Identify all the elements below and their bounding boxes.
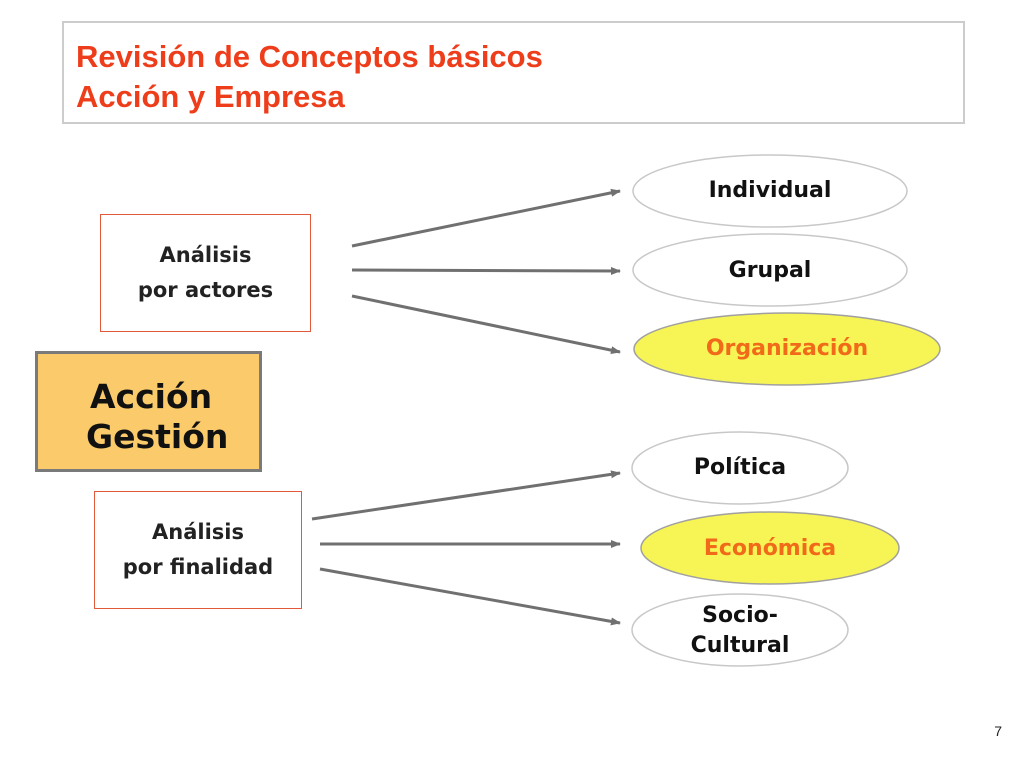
arrow-purpose-to-politica xyxy=(311,470,621,521)
ellipse-grupal xyxy=(632,233,908,307)
center-line2: Gestión xyxy=(86,417,229,456)
arrow-actors-to-organizacion xyxy=(351,294,621,355)
target-label-socio-cultural: Socio- Cultural xyxy=(632,601,848,661)
group-purpose-line2: por finalidad xyxy=(122,555,274,579)
group-box-purpose: Análisis por finalidad xyxy=(94,491,302,609)
target-label-organizacion: Organización xyxy=(705,336,869,361)
target-socio-cultural-line2: Cultural xyxy=(690,633,790,658)
title-box: Revisión de Conceptos básicos Acción y E… xyxy=(62,21,965,124)
target-label-individual: Individual xyxy=(708,178,832,203)
target-label-economica: Económica xyxy=(703,536,837,561)
slide-title-line2: Acción y Empresa xyxy=(76,79,345,114)
ellipse-economica xyxy=(640,511,900,585)
center-box: Acción Gestión xyxy=(35,351,262,472)
ellipse-individual xyxy=(632,154,908,228)
arrow-actors-to-individual xyxy=(351,188,621,248)
ellipse-politica xyxy=(631,431,849,505)
group-box-actors: Análisis por actores xyxy=(100,214,311,332)
page-number: 7 xyxy=(994,723,1002,739)
group-purpose-line1: Análisis xyxy=(152,520,244,544)
center-line1: Acción xyxy=(90,377,213,416)
slide-title-line1: Revisión de Conceptos básicos xyxy=(76,39,543,74)
arrow-purpose-to-socio-cultural xyxy=(319,567,621,626)
ellipse-organizacion xyxy=(633,312,941,386)
target-label-grupal: Grupal xyxy=(728,258,812,283)
arrow-actors-to-grupal xyxy=(351,266,621,275)
target-label-politica: Política xyxy=(693,455,787,480)
group-actors-line2: por actores xyxy=(137,278,274,302)
group-actors-line1: Análisis xyxy=(159,243,252,267)
ellipse-socio-cultural xyxy=(631,593,849,667)
target-socio-cultural-line1: Socio- xyxy=(702,603,778,628)
